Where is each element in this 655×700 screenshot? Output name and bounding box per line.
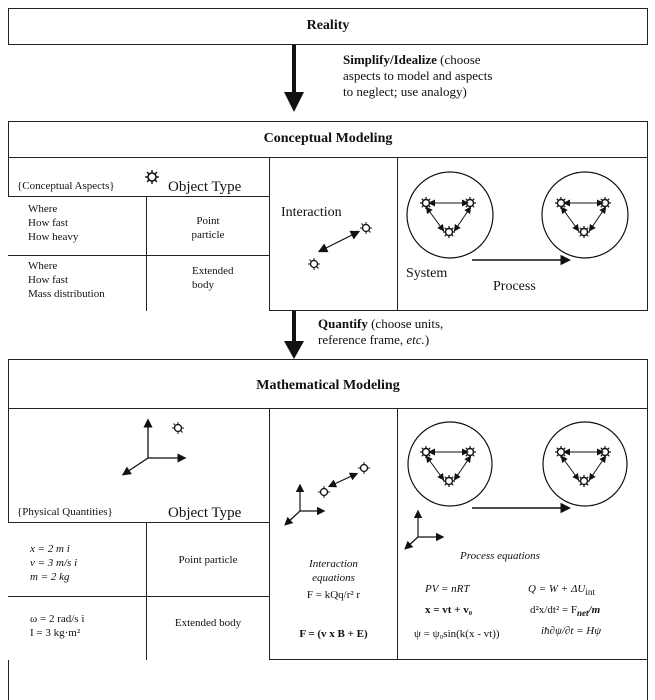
simplify-rest: (choose bbox=[436, 52, 481, 67]
math-row1-lines: x = 2 m i v = 3 m/s i m = 2 kg bbox=[30, 542, 77, 584]
eq-wave: ψ = ψ₀sin(k(x - vt)) bbox=[414, 628, 500, 640]
arrow-down-1 bbox=[292, 45, 296, 95]
arrow-down-1-head bbox=[284, 92, 304, 112]
bottom-strip bbox=[8, 659, 648, 700]
math-table bbox=[8, 522, 270, 660]
reality-box: Reality bbox=[8, 8, 648, 45]
arrow-down-2 bbox=[292, 311, 296, 345]
conceptual-title: Conceptual Modeling bbox=[263, 131, 393, 146]
system-process-diagram bbox=[406, 171, 629, 266]
quantify-etc: etc. bbox=[406, 332, 425, 347]
row2-line: Where bbox=[28, 260, 58, 272]
row2-line: ω = 2 rad/s i bbox=[30, 613, 85, 625]
force-eq-1: F = kQq/r² r bbox=[306, 589, 361, 601]
row1-line: x = 2 m i bbox=[30, 543, 70, 555]
simplify-line2: aspects to model and aspects bbox=[343, 68, 493, 83]
math-row2-lines: ω = 2 rad/s i I = 3 kg·m² bbox=[30, 612, 84, 640]
math-row1-type: Point particle bbox=[178, 554, 238, 566]
row1-line: How fast bbox=[28, 217, 69, 229]
process-math-diagram bbox=[404, 421, 628, 550]
conceptual-object-type: Object Type bbox=[168, 179, 242, 195]
mathematical-title: Mathematical Modeling bbox=[256, 378, 400, 393]
divider bbox=[146, 196, 147, 311]
row1-line: m = 2 kg bbox=[30, 571, 70, 583]
eq-schrodinger: iħ∂ψ/∂t = Hψ bbox=[541, 625, 602, 637]
row1-line: Where bbox=[28, 203, 58, 215]
quantify-text: Quantify (choose units, reference frame,… bbox=[318, 316, 443, 348]
system-label: System bbox=[406, 266, 448, 281]
physical-header: {Physical Quantities} bbox=[17, 506, 113, 518]
interaction-equations-label: Interaction equations bbox=[270, 557, 397, 585]
type-line: Point bbox=[196, 215, 220, 227]
line: Interaction bbox=[309, 558, 358, 570]
process-equations-label: Process equations bbox=[460, 550, 540, 562]
quantify-bold: Quantify bbox=[318, 316, 368, 331]
eq-q-sub: int bbox=[585, 587, 595, 598]
conceptual-row2-lines: Where How fast Mass distribution bbox=[28, 259, 105, 301]
eq-newton-sub: net bbox=[577, 608, 589, 619]
force-eq-2: F = (v x B + E) bbox=[299, 628, 368, 640]
divider bbox=[8, 255, 270, 256]
divider bbox=[146, 522, 147, 660]
type-line: Extended bbox=[192, 265, 234, 277]
eq-x: x = vt + v₀ bbox=[425, 604, 472, 616]
process-label: Process bbox=[493, 279, 536, 294]
interaction-diagram bbox=[308, 222, 372, 270]
simplify-bold: Simplify/Idealize bbox=[343, 52, 437, 67]
type-line: body bbox=[192, 279, 214, 291]
row2-line: I = 3 kg·m² bbox=[30, 627, 81, 639]
conceptual-title-box: Conceptual Modeling bbox=[8, 121, 648, 158]
eq-newton: d²x/dt² = Fnet/m bbox=[530, 603, 600, 620]
quantify-line2b: ) bbox=[424, 332, 430, 347]
quantify-rest: (choose units, bbox=[367, 316, 444, 331]
row1-line: v = 3 m/s i bbox=[30, 557, 78, 569]
interaction-label: Interaction bbox=[281, 205, 342, 220]
mathematical-title-box: Mathematical Modeling bbox=[8, 359, 648, 409]
eq-newton-end: /m bbox=[588, 604, 601, 616]
math-object-type: Object Type bbox=[168, 505, 242, 521]
eq-q: Q = W + ΔUint bbox=[528, 582, 595, 599]
axes-diagram bbox=[121, 418, 187, 476]
conceptual-aspects-header: {Conceptual Aspects} bbox=[17, 180, 115, 192]
divider bbox=[397, 157, 398, 311]
quantify-line2a: reference frame, bbox=[318, 332, 407, 347]
divider bbox=[397, 408, 398, 660]
row2-line: Mass distribution bbox=[28, 288, 105, 300]
line: equations bbox=[312, 572, 355, 584]
reality-title: Reality bbox=[306, 18, 350, 33]
eq-q-main: Q = W + ΔU bbox=[528, 583, 586, 595]
simplify-line3: to neglect; use analogy) bbox=[343, 84, 467, 99]
type-line: particle bbox=[191, 229, 225, 241]
eq-pv: PV = nRT bbox=[425, 583, 470, 595]
eq-newton-main: d²x/dt² = F bbox=[530, 604, 578, 616]
row2-line: How fast bbox=[28, 274, 69, 286]
math-row2-type: Extended body bbox=[174, 617, 242, 629]
conceptual-row1-lines: Where How fast How heavy bbox=[28, 202, 78, 244]
conceptual-table bbox=[8, 196, 270, 311]
conceptual-row1-type: Point particle bbox=[147, 214, 269, 242]
conceptual-row2-type: Extended body bbox=[192, 264, 234, 292]
divider bbox=[8, 596, 270, 597]
simplify-text: Simplify/Idealize (choose aspects to mod… bbox=[343, 52, 492, 100]
arrow-down-2-head bbox=[284, 341, 304, 359]
particle-icon bbox=[145, 170, 159, 184]
interaction-math-diagram bbox=[284, 462, 370, 526]
row1-line: How heavy bbox=[28, 231, 79, 243]
